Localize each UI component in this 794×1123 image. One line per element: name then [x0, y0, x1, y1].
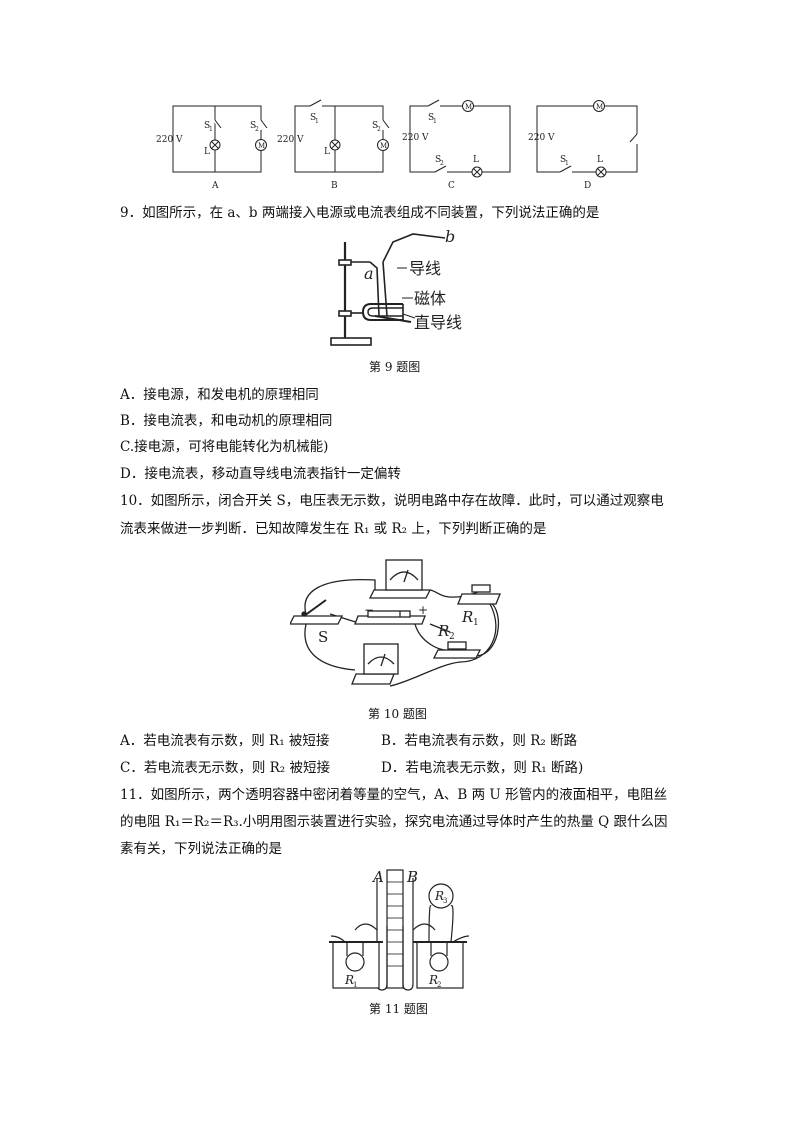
q10-option-d: D．若电流表无示数，则 R₁ 断路)	[381, 760, 584, 776]
svg-text:M: M	[258, 142, 265, 150]
svg-text:3: 3	[443, 897, 447, 905]
q10-caption: 第 10 题图	[368, 707, 427, 721]
straight-wire-label: 直导线	[414, 313, 462, 332]
svg-text:2: 2	[255, 126, 259, 133]
q10-option-a: A．若电流表有示数，则 R₁ 被短接	[120, 733, 330, 749]
svg-text:S: S	[204, 121, 210, 131]
svg-text:L: L	[473, 155, 479, 165]
q9-option-c: C.接电源，可将电能转化为机械能)	[120, 439, 329, 455]
svg-text:220 V: 220 V	[277, 135, 304, 145]
q9-figure: a b 导线 磁体 直导线	[325, 228, 480, 358]
svg-text:1: 1	[565, 160, 569, 167]
r3-label: R	[434, 889, 444, 903]
option-a-label: A	[211, 181, 219, 191]
circuit-b	[294, 99, 390, 173]
q9-option-b: B．接电流表，和电动机的原理相同	[120, 413, 333, 429]
q10-option-b: B．若电流表有示数，则 R₂ 断路	[381, 733, 578, 749]
q10-stem-line-2: 流表来做进一步判断．已知故障发生在 R₁ 或 R₂ 上，下列判断正确的是	[120, 521, 547, 537]
q9-option-a: A．接电源，和发电机的原理相同	[120, 387, 319, 403]
svg-text:1: 1	[209, 126, 213, 133]
svg-text:2: 2	[377, 126, 381, 133]
svg-text:2: 2	[437, 981, 441, 989]
q10-option-c: C．若电流表无示数，则 R₂ 被短接	[120, 760, 330, 776]
q9-option-d: D．接电流表，移动直导线电流表指针一定偏转	[120, 466, 401, 482]
svg-text:L: L	[324, 147, 330, 157]
svg-text:S: S	[435, 155, 441, 165]
option-d-label: D	[584, 181, 591, 191]
q11-figure: A B R 3 R 1 R 2	[325, 866, 475, 996]
circuit-a	[172, 105, 268, 173]
terminal-a-label: a	[364, 264, 374, 283]
svg-text:S: S	[372, 121, 378, 131]
svg-text:S: S	[310, 113, 316, 123]
svg-text:1: 1	[315, 118, 319, 125]
svg-text:S: S	[560, 155, 566, 165]
svg-text:L: L	[204, 147, 210, 157]
svg-text:S: S	[428, 113, 434, 123]
svg-text:2: 2	[440, 160, 444, 167]
r2-label: R	[428, 973, 438, 987]
option-b-label: B	[331, 181, 338, 191]
svg-text:1: 1	[473, 618, 479, 628]
r1-label: R	[461, 608, 473, 626]
circuit-d	[536, 100, 639, 178]
svg-text:M: M	[380, 142, 387, 150]
svg-text:220 V: 220 V	[528, 133, 555, 143]
minus-label: −	[364, 603, 374, 617]
svg-text:220 V: 220 V	[402, 133, 429, 143]
q11-stem-line-3: 素有关，下列说法正确的是	[120, 841, 282, 857]
magnet-label: 磁体	[414, 289, 446, 308]
terminal-b-label: b	[445, 228, 455, 246]
q10-stem-line-1: 10．如图所示，闭合开关 S，电压表无示数，说明电路中存在故障．此时，可以通过观…	[120, 493, 664, 509]
tube-b-label: B	[406, 868, 418, 886]
svg-text:2: 2	[449, 632, 455, 642]
q11-caption: 第 11 题图	[369, 1002, 428, 1016]
svg-text:S: S	[250, 121, 256, 131]
r1-label: R	[344, 973, 354, 987]
svg-text:1: 1	[353, 981, 357, 989]
switch-label: S	[318, 628, 328, 646]
voltage-label: 220 V	[156, 135, 183, 145]
svg-text:M: M	[596, 103, 603, 111]
q10-circuit-figure: S − + R 1 R 2	[290, 552, 510, 700]
r2-label: R	[437, 622, 449, 640]
svg-text:1: 1	[433, 118, 437, 125]
svg-text:M: M	[465, 103, 472, 111]
q9-caption: 第 9 题图	[369, 360, 421, 374]
wire-label: 导线	[409, 259, 441, 278]
q9-stem: 9．如图所示，在 a、b 两端接入电源或电流表组成不同装置，下列说法正确的是	[120, 205, 600, 221]
plus-label: +	[418, 603, 428, 617]
circuit-c	[409, 99, 511, 178]
svg-text:L: L	[597, 155, 603, 165]
q11-stem-line-1: 11．如图所示，两个透明容器中密闭着等量的空气，A、B 两 U 形管内的液面相平…	[120, 787, 668, 803]
tube-a-label: A	[371, 868, 384, 886]
option-c-label: C	[448, 181, 455, 191]
q11-stem-line-2: 的电阻 R₁＝R₂＝R₃.小明用图示装置进行实验，探究电流通过导体时产生的热量 …	[120, 814, 668, 830]
